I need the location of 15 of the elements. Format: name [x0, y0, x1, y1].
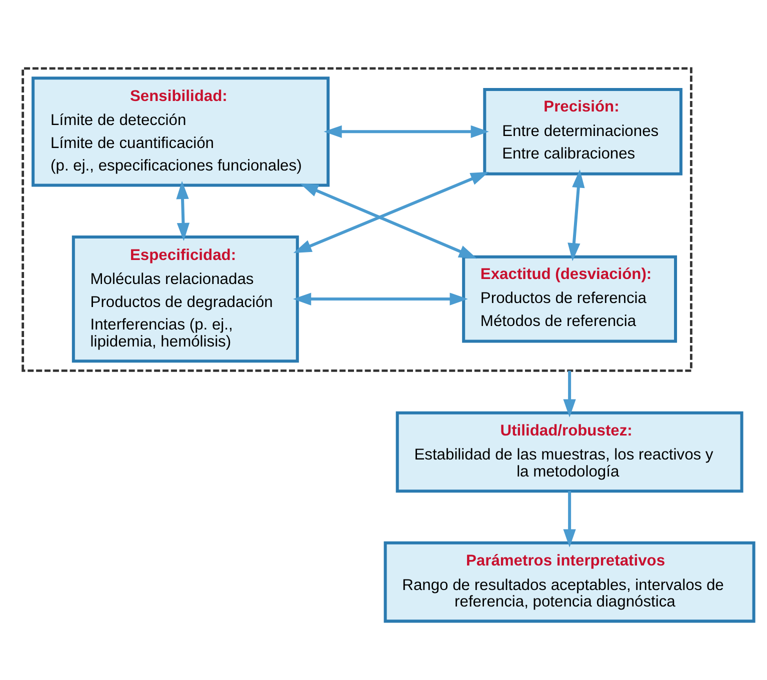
arrow — [563, 370, 576, 418]
cluster — [22, 67, 692, 372]
node-box: Especificidad: Moléculas relacionadas Productos de degradación Interferencias (p. ej., lipidemia, hemólisis) — [72, 236, 299, 363]
arrow — [568, 170, 585, 262]
arrow — [293, 292, 468, 306]
node-box: Parámetros interpretativos Rango de resultados aceptables, intervalos de referencia, potencia diagnóstica — [384, 541, 756, 623]
node-box: Exactitud (desviación): Productos de referencia Métodos de referencia — [462, 255, 678, 343]
arrow — [300, 184, 477, 259]
arrow — [563, 491, 576, 548]
arrow — [324, 125, 489, 138]
node-box: Utilidad/robustez: Estabilidad de las muestras, los reactivos y la metodología — [396, 411, 744, 493]
arrow — [176, 180, 190, 242]
node-box: Precisión: Entre determinaciones Entre calibraciones — [483, 88, 682, 176]
node-box: Sensibilidad: Límite de detección Límite de cuantificación (p. ej., especificaciones funcionales) — [32, 76, 330, 187]
arrow — [293, 172, 489, 254]
